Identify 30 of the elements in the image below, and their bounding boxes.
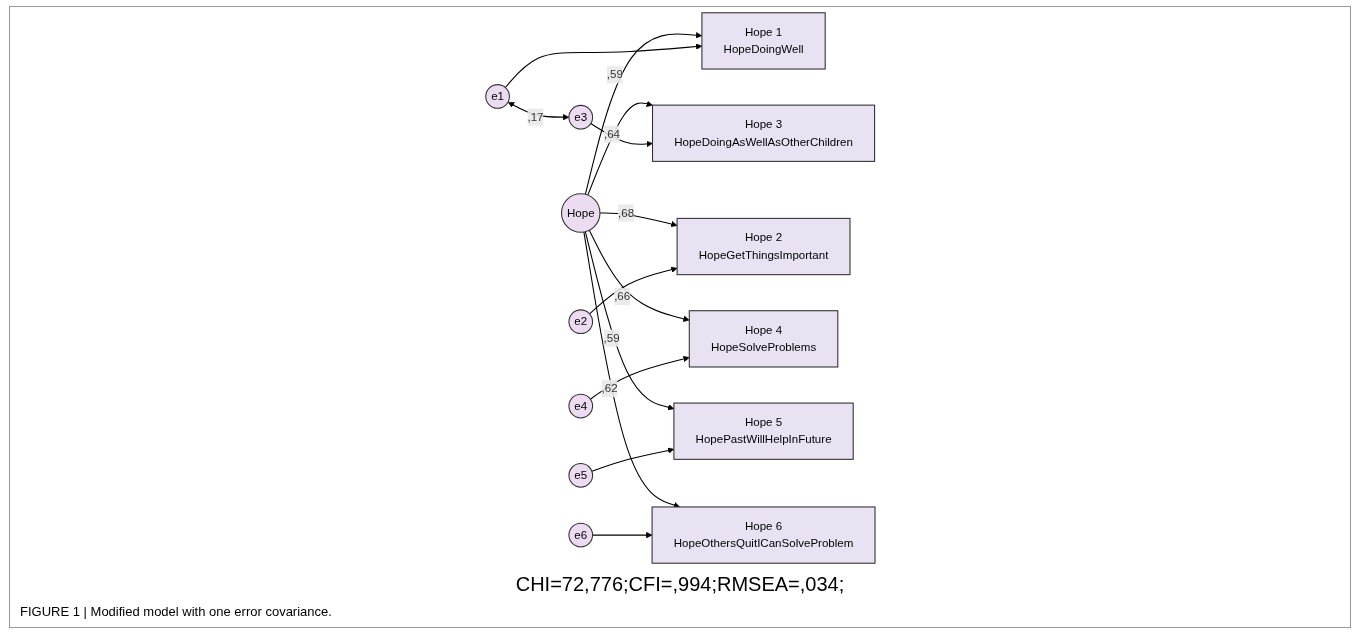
arrow [584, 231, 674, 411]
node-box: Hope 6 HopeOthersQuitICanSolveProblem [651, 506, 876, 564]
arrow [590, 447, 674, 472]
node-box: Hope 3 HopeDoingAsWellAsOtherChildren [651, 104, 875, 162]
node-circle: e2 [568, 309, 593, 335]
figure-caption: FIGURE 1 | Modified model with one error covariance. [20, 604, 333, 619]
arrow [504, 43, 702, 89]
node-circle: e4 [568, 393, 593, 419]
node-circle: e6 [568, 522, 593, 548]
arrow [588, 266, 677, 315]
node-circle: Hope [560, 193, 601, 233]
edge-label: ,17 [527, 110, 544, 123]
node-circle: e5 [568, 463, 593, 488]
node-box: Hope 4 HopeSolveProblems [688, 310, 838, 368]
fit-statistics: CHI=72,776;CFI=,994;RMSEA=,034; [514, 573, 846, 596]
edge-label: ,66 [613, 289, 630, 303]
edge-label: ,62 [601, 381, 618, 395]
node-box: Hope 2 HopeGetThingsImportant [676, 217, 851, 276]
edge-label: ,68 [617, 206, 634, 219]
arrow [584, 32, 702, 195]
node-box: Hope 1 HopeDoingWell [701, 12, 826, 70]
edge-label: ,64 [603, 127, 620, 140]
arrow [589, 122, 653, 148]
arrow [507, 102, 569, 121]
arrow [586, 100, 653, 196]
node-box: Hope 5 HopePastWillHelpInFuture [672, 402, 854, 460]
edge-label: ,59 [606, 68, 623, 81]
node-circle: e1 [484, 84, 510, 109]
edge-label: ,59 [603, 331, 620, 344]
node-circle: e3 [568, 104, 593, 130]
